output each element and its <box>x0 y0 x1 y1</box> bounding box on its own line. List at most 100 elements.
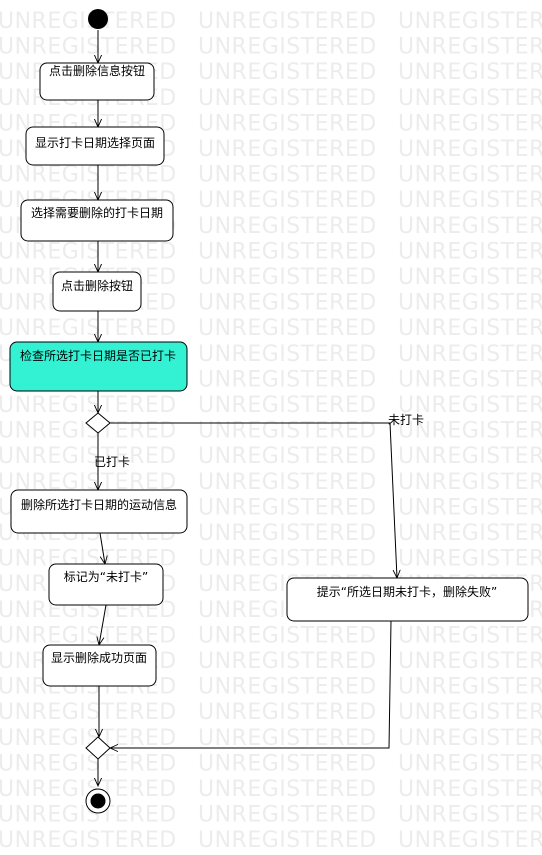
watermark-text: UNREGISTERED <box>198 547 377 572</box>
watermark-text: UNREGISTERED <box>398 700 542 725</box>
watermark-text: UNREGISTERED <box>198 649 377 674</box>
edge-prompt-fail-to-merge <box>110 620 392 748</box>
watermark-text: UNREGISTERED <box>398 60 542 85</box>
watermark-text: UNREGISTERED <box>398 9 542 34</box>
watermark-text: UNREGISTERED <box>0 854 177 855</box>
watermark-text: UNREGISTERED <box>398 777 542 802</box>
action-click-delete-info: 点击删除信息按钮 <box>39 62 155 101</box>
watermark-text: UNREGISTERED <box>198 137 377 162</box>
action-click-delete: 点击删除按钮 <box>52 271 142 312</box>
watermark-text: UNREGISTERED <box>398 393 542 418</box>
watermark-text: UNREGISTERED <box>398 751 542 776</box>
action-show-success: 显示删除成功页面 <box>42 644 157 687</box>
watermark-text: UNREGISTERED <box>198 163 377 188</box>
watermark-text: UNREGISTERED <box>398 495 542 520</box>
watermark-text: UNREGISTERED <box>198 265 377 290</box>
action-prompt-fail: 提示“所选日期未打卡，删除失败” <box>286 577 529 622</box>
edges <box>98 30 397 786</box>
watermark-text: UNREGISTERED <box>0 828 177 853</box>
watermark-text: UNREGISTERED <box>198 854 377 855</box>
action-label: 显示打卡日期选择页面 <box>35 136 155 150</box>
decision-node <box>85 412 111 434</box>
watermark-text: UNREGISTERED <box>398 649 542 674</box>
watermark-text: UNREGISTERED <box>198 700 377 725</box>
watermark-text: UNREGISTERED <box>0 316 177 341</box>
action-label: 点击删除按钮 <box>61 278 133 293</box>
final-node-core <box>90 793 106 809</box>
merge-node <box>85 736 111 760</box>
watermark-text: UNREGISTERED <box>0 239 177 264</box>
watermark-text: UNREGISTERED <box>0 393 177 418</box>
initial-node <box>88 9 108 29</box>
watermark-text: UNREGISTERED <box>198 444 377 469</box>
watermark-text: UNREGISTERED <box>198 111 377 136</box>
watermark-text: UNREGISTERED <box>198 35 377 60</box>
watermark-text: UNREGISTERED <box>198 60 377 85</box>
watermark-text: UNREGISTERED <box>198 521 377 546</box>
action-label: 检查所选打卡日期是否已打卡 <box>20 348 176 363</box>
watermark-text: UNREGISTERED <box>198 777 377 802</box>
watermark-text: UNREGISTERED <box>398 342 542 367</box>
watermark-text: UNREGISTERED <box>398 623 542 648</box>
watermark-text: UNREGISTERED <box>198 470 377 495</box>
watermark-text: UNREGISTERED <box>198 751 377 776</box>
watermark-text: UNREGISTERED <box>198 86 377 111</box>
action-label: 点击删除信息按钮 <box>49 63 145 78</box>
watermark-text: UNREGISTERED <box>0 700 177 725</box>
action-mark-unclocked: 标记为“未打卡” <box>48 563 164 606</box>
action-delete-info: 删除所选打卡日期的运动信息 <box>10 489 188 534</box>
watermark-text: UNREGISTERED <box>198 291 377 316</box>
watermark-text: UNREGISTERED <box>198 342 377 367</box>
watermark-text: UNREGISTERED <box>398 214 542 239</box>
watermark-text: UNREGISTERED <box>398 111 542 136</box>
watermark-text: UNREGISTERED <box>198 623 377 648</box>
watermark-text: UNREGISTERED <box>398 239 542 264</box>
watermark-text: UNREGISTERED <box>398 367 542 392</box>
watermark-text: UNREGISTERED <box>198 803 377 828</box>
action-label: 选择需要删除的打卡日期 <box>31 205 163 220</box>
watermark-text: UNREGISTERED <box>398 726 542 751</box>
watermark-text: UNREGISTERED <box>398 470 542 495</box>
action-label: 删除所选打卡日期的运动信息 <box>21 497 177 512</box>
watermark-text: UNREGISTERED <box>398 803 542 828</box>
watermark-text: UNREGISTERED <box>198 675 377 700</box>
action-label: 标记为“未打卡” <box>64 570 148 584</box>
watermark-text: UNREGISTERED <box>0 444 177 469</box>
watermark-text: UNREGISTERED <box>198 726 377 751</box>
watermark-text: UNREGISTERED <box>398 444 542 469</box>
watermark-text: UNREGISTERED <box>398 675 542 700</box>
edge-delete-info-to-mark-unclocked <box>99 532 105 564</box>
watermark-text: UNREGISTERED <box>198 495 377 520</box>
watermark-text: UNREGISTERED <box>398 316 542 341</box>
watermark-text: UNREGISTERED <box>198 239 377 264</box>
edge-mark-unclocked-to-show-success <box>99 604 107 645</box>
watermark-text: UNREGISTERED <box>198 828 377 853</box>
watermark-text: UNREGISTERED <box>398 137 542 162</box>
watermark-text: UNREGISTERED <box>398 86 542 111</box>
watermark-text: UNREGISTERED <box>0 163 177 188</box>
watermark-text: UNREGISTERED <box>398 35 542 60</box>
guard-not-clocked: 未打卡 <box>388 413 424 427</box>
watermark-text: UNREGISTERED <box>398 291 542 316</box>
watermark-text: UNREGISTERED <box>398 828 542 853</box>
watermark-text: UNREGISTERED <box>198 419 377 444</box>
watermark-text: UNREGISTERED <box>398 265 542 290</box>
watermark-text: UNREGISTERED <box>198 188 377 213</box>
action-show-date-page: 显示打卡日期选择页面 <box>25 126 165 166</box>
watermark-text: UNREGISTERED <box>398 188 542 213</box>
watermark-text: UNREGISTERED <box>198 367 377 392</box>
action-label: 提示“所选日期未打卡，删除失败” <box>317 584 497 599</box>
action-label: 显示删除成功页面 <box>51 650 147 665</box>
action-select-date: 选择需要删除的打卡日期 <box>20 199 174 242</box>
guard-clocked: 已打卡 <box>94 455 130 469</box>
watermark-text: UNREGISTERED <box>0 9 177 34</box>
watermark-text: UNREGISTERED <box>0 35 177 60</box>
watermark-text: UNREGISTERED <box>0 751 177 776</box>
watermark-text: UNREGISTERED <box>198 316 377 341</box>
edge-decision-to-prompt-fail <box>110 422 397 578</box>
watermark-text: UNREGISTERED <box>398 163 542 188</box>
watermark-text: UNREGISTERED <box>398 521 542 546</box>
watermark-text: UNREGISTERED <box>398 419 542 444</box>
